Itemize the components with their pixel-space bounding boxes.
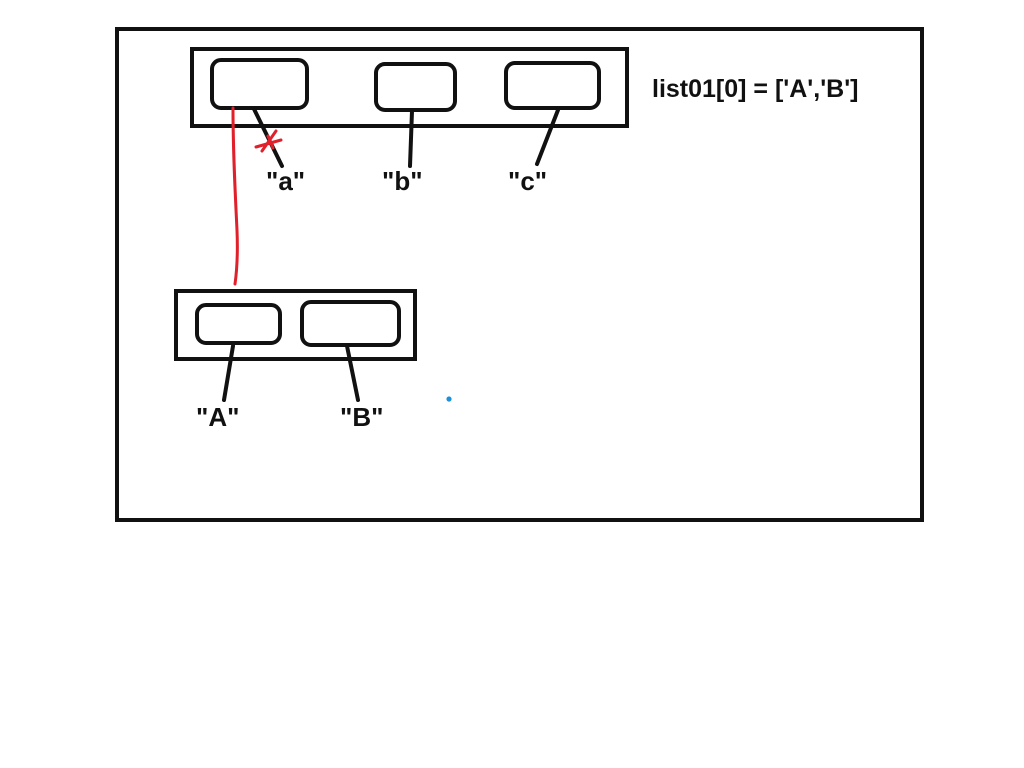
pointer-slot-1-to-b: [408, 109, 414, 168]
pointer-inner-slot-0-to-A: [222, 344, 235, 402]
outer-list-slot-1: [374, 62, 457, 112]
code-annotation: list01[0] = ['A','B']: [652, 75, 858, 103]
pointer-inner-slot-1-to-B: [345, 344, 360, 402]
label-a: "a": [266, 166, 305, 196]
diagram-frame: [115, 27, 924, 522]
pointer-slot-2-to-c: [535, 108, 560, 166]
label-b: "b": [382, 166, 423, 196]
label-A: "A": [196, 402, 239, 432]
inner-list-container: [174, 289, 417, 361]
outer-list-slot-0: [210, 58, 309, 110]
stray-dot: [446, 396, 452, 402]
inner-list-slot-1: [300, 300, 401, 347]
outer-list-slot-2: [504, 61, 601, 110]
inner-list-slot-0: [195, 303, 282, 345]
label-B: "B": [340, 402, 383, 432]
reference-line-slot-0-to-inner-list: [231, 106, 239, 286]
cross-out-mark: [254, 129, 283, 153]
label-c: "c": [508, 166, 547, 196]
